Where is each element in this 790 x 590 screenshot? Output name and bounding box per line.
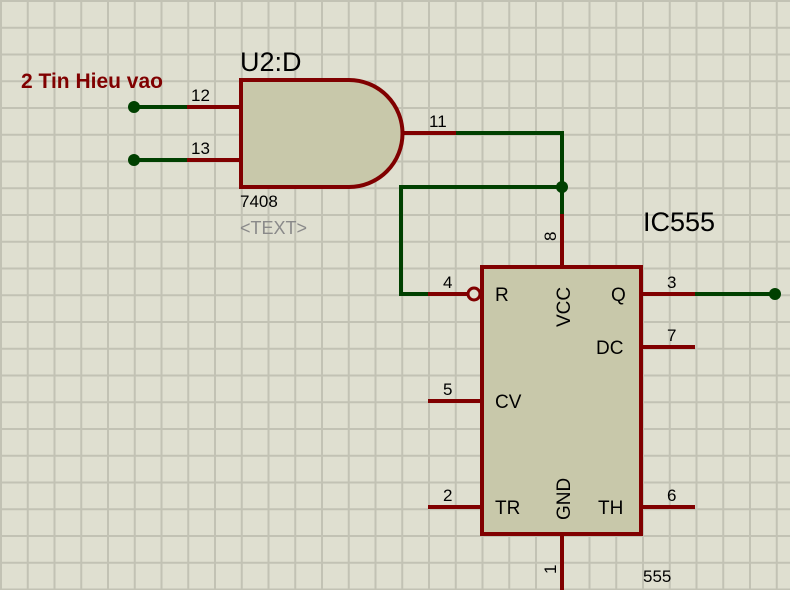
ic555-pin-7-label: DC (596, 338, 623, 359)
ic555-pin-5-label: CV (495, 392, 522, 413)
ic555-reference: IC555 (643, 207, 715, 237)
wire-junction-to-reset[interactable] (399, 185, 562, 296)
ic555-body[interactable] (480, 265, 643, 536)
and-pin-11-number: 11 (429, 112, 447, 131)
terminal-dot-input-a[interactable] (128, 101, 140, 113)
annotation-text[interactable]: 2 Tin Hieu vao (21, 70, 163, 93)
junction-dot (556, 181, 568, 193)
ic555-pin-2-label: TR (495, 498, 520, 519)
ic555-pin-4-number: 4 (443, 273, 452, 292)
ic555-pin-5-number: 5 (443, 380, 452, 399)
inversion-bubble-icon (466, 286, 482, 302)
ic555-pin-1-number: 1 (541, 565, 560, 574)
ic555-pin-3-number: 3 (667, 273, 676, 292)
and-pin-13-number: 13 (191, 139, 210, 158)
terminal-dot-input-b[interactable] (128, 154, 140, 166)
and-pin-12-number: 12 (191, 86, 210, 105)
ic555-pin-7-number: 7 (667, 326, 676, 345)
ic555[interactable]: IC555 4 R 5 CV 2 TR 8 VCC 1 GND 3 Q 7 DC… (428, 207, 715, 590)
ic555-pin-6-number: 6 (667, 486, 676, 505)
and-gate-text-placeholder: <TEXT> (240, 218, 307, 238)
and-gate-u2d[interactable]: U2:D 12 13 11 7408 <TEXT> (187, 47, 456, 238)
ic555-pin-8-label: VCC (554, 287, 575, 327)
ic555-type: 555 (643, 567, 671, 586)
and-gate-type: 7408 (240, 192, 278, 211)
and-gate-body[interactable] (239, 78, 405, 189)
ic555-pin-6-label: TH (598, 498, 623, 519)
terminal-dot-q-output[interactable] (769, 288, 781, 300)
and-gate-reference: U2:D (240, 47, 302, 77)
ic555-pin-1-label: GND (554, 478, 575, 520)
ic555-pin-4-label: R (495, 285, 509, 306)
ic555-pin-8-number: 8 (541, 232, 560, 241)
ic555-pin-2-number: 2 (443, 486, 452, 505)
ic555-pin-3-label: Q (611, 285, 626, 306)
